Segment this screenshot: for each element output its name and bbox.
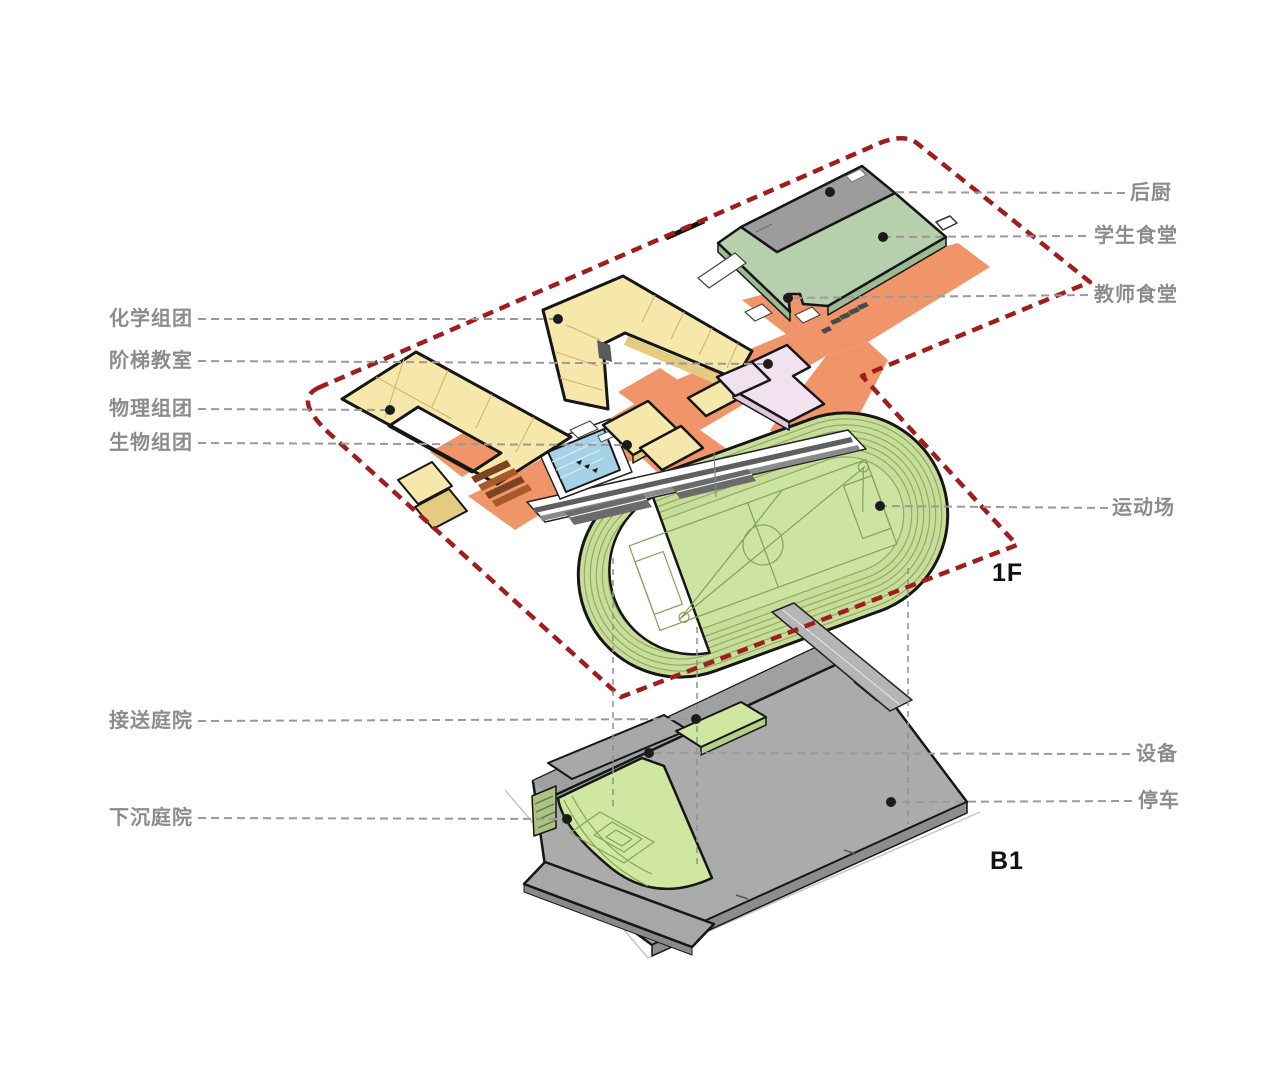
level-b1: [504, 641, 981, 959]
b1-ramp-line: [782, 609, 901, 706]
b1-pickup-courtyard: [675, 701, 767, 748]
callout-wuli: 物理组团: [109, 398, 193, 420]
benches: [471, 460, 532, 507]
dot-jiesong: [691, 714, 701, 724]
dot-shebei: [644, 748, 654, 758]
physics-cluster: [340, 350, 573, 530]
dot-shengwu: [622, 440, 632, 450]
callout-xiachen: 下沉庭院: [109, 807, 193, 829]
callout-jiesong: 接送庭院: [109, 710, 193, 732]
dot-houchu: [825, 187, 835, 197]
b1-slab-marks: [735, 849, 857, 900]
b1-front-band: [522, 860, 716, 949]
misc-buildings: [569, 252, 821, 439]
bleachers: [565, 469, 756, 525]
chem-stair-core: [597, 340, 612, 362]
floor-tag-b1: B1: [990, 847, 1024, 875]
plaza-canteen: [742, 243, 990, 356]
dot-huaxue: [553, 314, 563, 324]
callout-houchu: 后厨: [1130, 182, 1172, 204]
dot-yundong: [875, 501, 885, 511]
callout-huaxue: 化学组团: [109, 308, 193, 330]
line-jiesong: [197, 718, 697, 722]
site-boundary-1f: [305, 136, 1093, 700]
canteen-entry-box: [935, 215, 958, 231]
callout-shebei: 设备: [1136, 743, 1178, 765]
callout-shengwu: 生物组团: [109, 432, 193, 454]
kitchen-roof-vent: [845, 168, 867, 183]
flag-pole: [713, 451, 717, 498]
line-jieti: [197, 360, 769, 365]
dot-jiaoshi: [783, 293, 793, 303]
line-shebei: [648, 752, 1131, 755]
line-houchu: [829, 191, 1126, 194]
line-jiaoshi: [787, 294, 1089, 299]
field-markings: [628, 459, 898, 631]
chem-court-path: [618, 368, 690, 414]
projection-lines: [612, 558, 909, 864]
line-shengwu: [197, 442, 628, 446]
line-tingche: [890, 800, 1133, 803]
crosswalk-stripes: [821, 302, 869, 334]
physics-steps-1: [397, 461, 453, 505]
b1-basketball-court: [563, 795, 655, 887]
dot-jieti: [763, 359, 773, 369]
floor-tag-1f: 1F: [992, 559, 1024, 587]
b1-slab-side-right: [651, 801, 968, 957]
dot-wuli: [385, 405, 395, 415]
dot-tingche: [886, 797, 896, 807]
callout-dots: [385, 187, 896, 824]
kitchen-roof-mark: [755, 223, 773, 233]
line-xiachen: [197, 817, 568, 820]
swimmer-figures: [576, 460, 598, 473]
grandstand-strip-1: [533, 437, 853, 513]
level-1f: [340, 164, 990, 712]
callout-jiaoshi: 教师食堂: [1094, 284, 1178, 306]
kitchen-roof: [739, 164, 897, 254]
lecture-hall-cluster: [715, 343, 826, 431]
callout-jieti: 阶梯教室: [109, 350, 193, 372]
callout-lines: [197, 191, 1133, 820]
callout-xuesheng: 学生食堂: [1094, 225, 1178, 247]
callout-yundong: 运动场: [1112, 497, 1175, 519]
line-wuli: [197, 408, 391, 411]
dot-xiachen: [562, 814, 572, 824]
callout-tingche: 停车: [1138, 790, 1180, 812]
b1-courtyard-stair: [531, 785, 557, 837]
line-xuesheng: [882, 235, 1087, 238]
dot-xuesheng: [878, 232, 888, 242]
